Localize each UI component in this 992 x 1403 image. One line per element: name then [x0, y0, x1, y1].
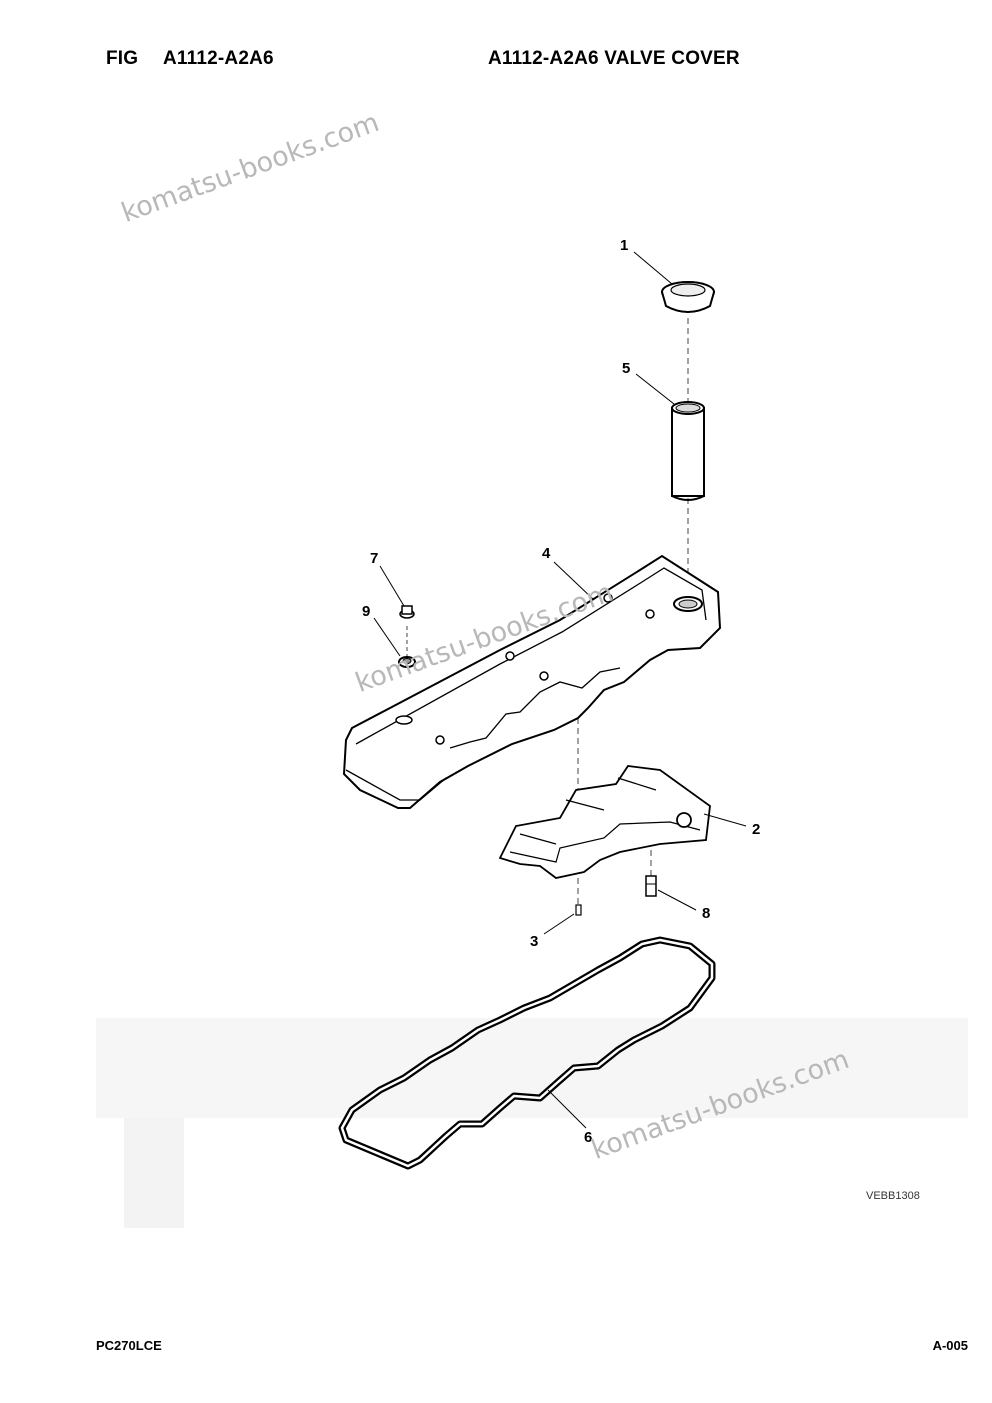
callout-3: 3 — [530, 933, 538, 950]
model-code: PC270LCE — [96, 1338, 162, 1353]
page-number: A-005 — [932, 1338, 968, 1353]
stud — [645, 875, 657, 897]
drawing-reference: VEBB1308 — [866, 1190, 920, 1202]
nut-washer — [398, 605, 416, 668]
callout-5: 5 — [622, 360, 630, 377]
page-title: A1112-A2A6 VALVE COVER — [488, 48, 740, 69]
valve-cover — [342, 554, 722, 809]
callout-2: 2 — [752, 821, 760, 838]
callout-6: 6 — [584, 1129, 592, 1146]
leader-lines — [373, 251, 747, 1129]
callout-8: 8 — [702, 905, 710, 922]
oil-filler-cap — [661, 281, 715, 313]
figure-label: FIG — [106, 48, 139, 69]
callout-1: 1 — [620, 237, 628, 254]
callout-4: 4 — [542, 545, 551, 562]
pin — [575, 904, 582, 916]
callout-9: 9 — [362, 603, 370, 620]
figure-number: A1112-A2A6 — [163, 48, 274, 69]
callout-7: 7 — [370, 550, 378, 567]
rocker-housing — [498, 765, 711, 879]
valve-cover-gasket — [338, 936, 716, 1170]
filler-tube — [671, 401, 705, 501]
